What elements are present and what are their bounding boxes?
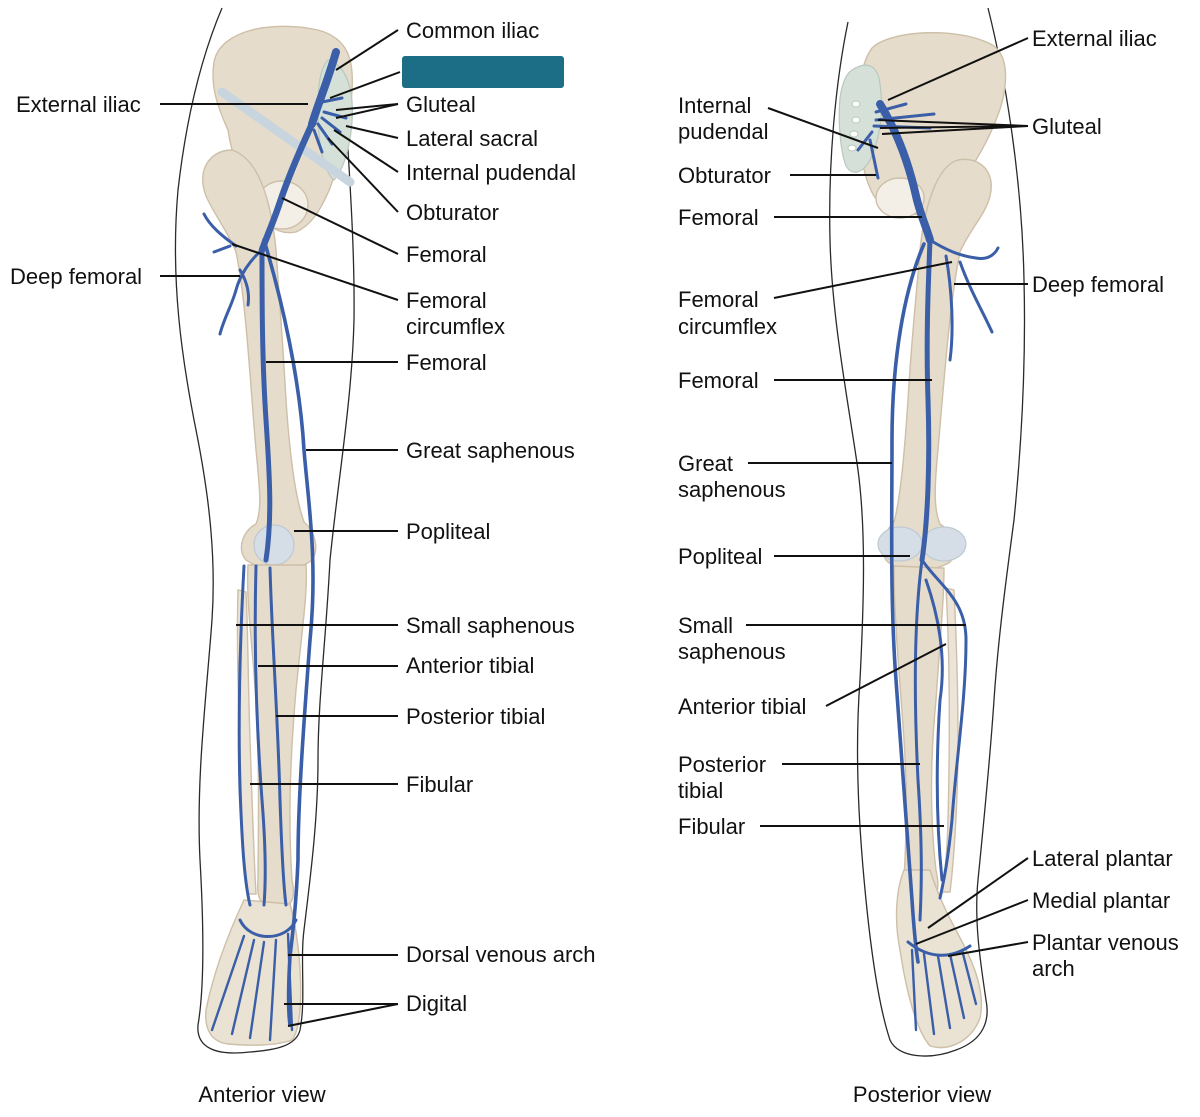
posterior-femur (882, 158, 992, 571)
posterior-plantar-digital-veins (910, 948, 978, 1036)
anterior-labels: Common iliac External iliac Gluteal Late… (10, 18, 596, 1107)
posterior-femoral-vein (919, 237, 933, 563)
posterior-plantar-arch-vein (906, 940, 972, 957)
posterior-deep-femoral-veins (928, 238, 1000, 362)
label-obturator: Obturator (406, 200, 499, 225)
hidden-label-box (402, 56, 564, 88)
anterior-femoral-vein (259, 247, 273, 563)
label-post-obturator: Obturator (678, 163, 771, 188)
label-posterior-tibial: Posterior tibial (406, 704, 545, 729)
label-external-iliac: External iliac (16, 92, 141, 117)
label-post-small-saphenous-line2: saphenous (678, 639, 786, 664)
label-post-internal-pudendal-line1: Internal (678, 93, 751, 118)
label-post-lateral-plantar: Lateral plantar (1032, 846, 1173, 871)
label-gluteal: Gluteal (406, 92, 476, 117)
label-post-great-saphenous-line1: Great (678, 451, 733, 476)
label-post-deep-femoral: Deep femoral (1032, 272, 1164, 297)
posterior-great-saphenous-vein (889, 242, 926, 964)
label-post-posterior-tibial-line1: Posterior (678, 752, 766, 777)
label-post-femoral-circumflex-line2: circumflex (678, 314, 777, 339)
label-femoral-circumflex-line2: circumflex (406, 314, 505, 339)
posterior-leg-veins (913, 558, 968, 922)
label-post-plantar-venous-arch-line1: Plantar venous (1032, 930, 1179, 955)
caption-posterior-view: Posterior view (853, 1082, 991, 1107)
label-post-gluteal: Gluteal (1032, 114, 1102, 139)
label-post-femoral-upper: Femoral (678, 205, 759, 230)
label-post-popliteal: Popliteal (678, 544, 762, 569)
label-deep-femoral: Deep femoral (10, 264, 142, 289)
anterior-common-iliac-vein (308, 48, 340, 128)
anterior-inguinal-ligament (217, 87, 355, 187)
label-anterior-tibial: Anterior tibial (406, 653, 534, 678)
label-post-medial-plantar: Medial plantar (1032, 888, 1170, 913)
anterior-veins (202, 48, 348, 1042)
label-internal-pudendal: Internal pudendal (406, 160, 576, 185)
label-post-femoral-circumflex-line1: Femoral (678, 287, 759, 312)
label-femoral-upper: Femoral (406, 242, 487, 267)
label-post-fibular: Fibular (678, 814, 745, 839)
posterior-labels: External iliac Internal pudendal Gluteal… (678, 26, 1179, 1107)
label-post-great-saphenous-line2: saphenous (678, 477, 786, 502)
anterior-patella (253, 524, 295, 566)
label-femoral-circumflex-line1: Femoral (406, 288, 487, 313)
label-great-saphenous: Great saphenous (406, 438, 575, 463)
label-fibular: Fibular (406, 772, 473, 797)
posterior-fibula (941, 587, 959, 893)
label-post-external-iliac: External iliac (1032, 26, 1157, 51)
label-dorsal-venous-arch: Dorsal venous arch (406, 942, 596, 967)
caption-anterior-view: Anterior view (198, 1082, 325, 1107)
anterior-digital-veins (210, 932, 294, 1042)
anterior-leader-lines (160, 29, 401, 1027)
label-post-small-saphenous-line1: Small (678, 613, 733, 638)
posterior-sacral-foramina (847, 100, 861, 152)
label-digital: Digital (406, 991, 467, 1016)
anterior-external-iliac-vein (258, 120, 316, 254)
label-femoral-lower: Femoral (406, 350, 487, 375)
label-lateral-sacral: Lateral sacral (406, 126, 538, 151)
posterior-condyle-right (921, 526, 967, 562)
label-post-plantar-venous-arch-line2: arch (1032, 956, 1075, 981)
posterior-leg-illustration (829, 7, 1026, 1057)
label-post-internal-pudendal-line2: pudendal (678, 119, 769, 144)
label-post-femoral-lower: Femoral (678, 368, 759, 393)
posterior-veins (856, 100, 1000, 1036)
anterior-deep-femoral-veins (202, 212, 264, 336)
anterior-internal-iliac-branches (312, 96, 348, 154)
label-small-saphenous: Small saphenous (406, 613, 575, 638)
anterior-dorsal-arch-vein (238, 918, 298, 938)
label-post-anterior-tibial: Anterior tibial (678, 694, 806, 719)
posterior-leader-lines (746, 37, 1029, 957)
anterior-skin-outline (174, 7, 355, 1054)
label-common-iliac: Common iliac (406, 18, 539, 43)
posterior-skin-outline (829, 7, 1026, 1057)
label-popliteal: Popliteal (406, 519, 490, 544)
label-post-posterior-tibial-line2: tibial (678, 778, 723, 803)
